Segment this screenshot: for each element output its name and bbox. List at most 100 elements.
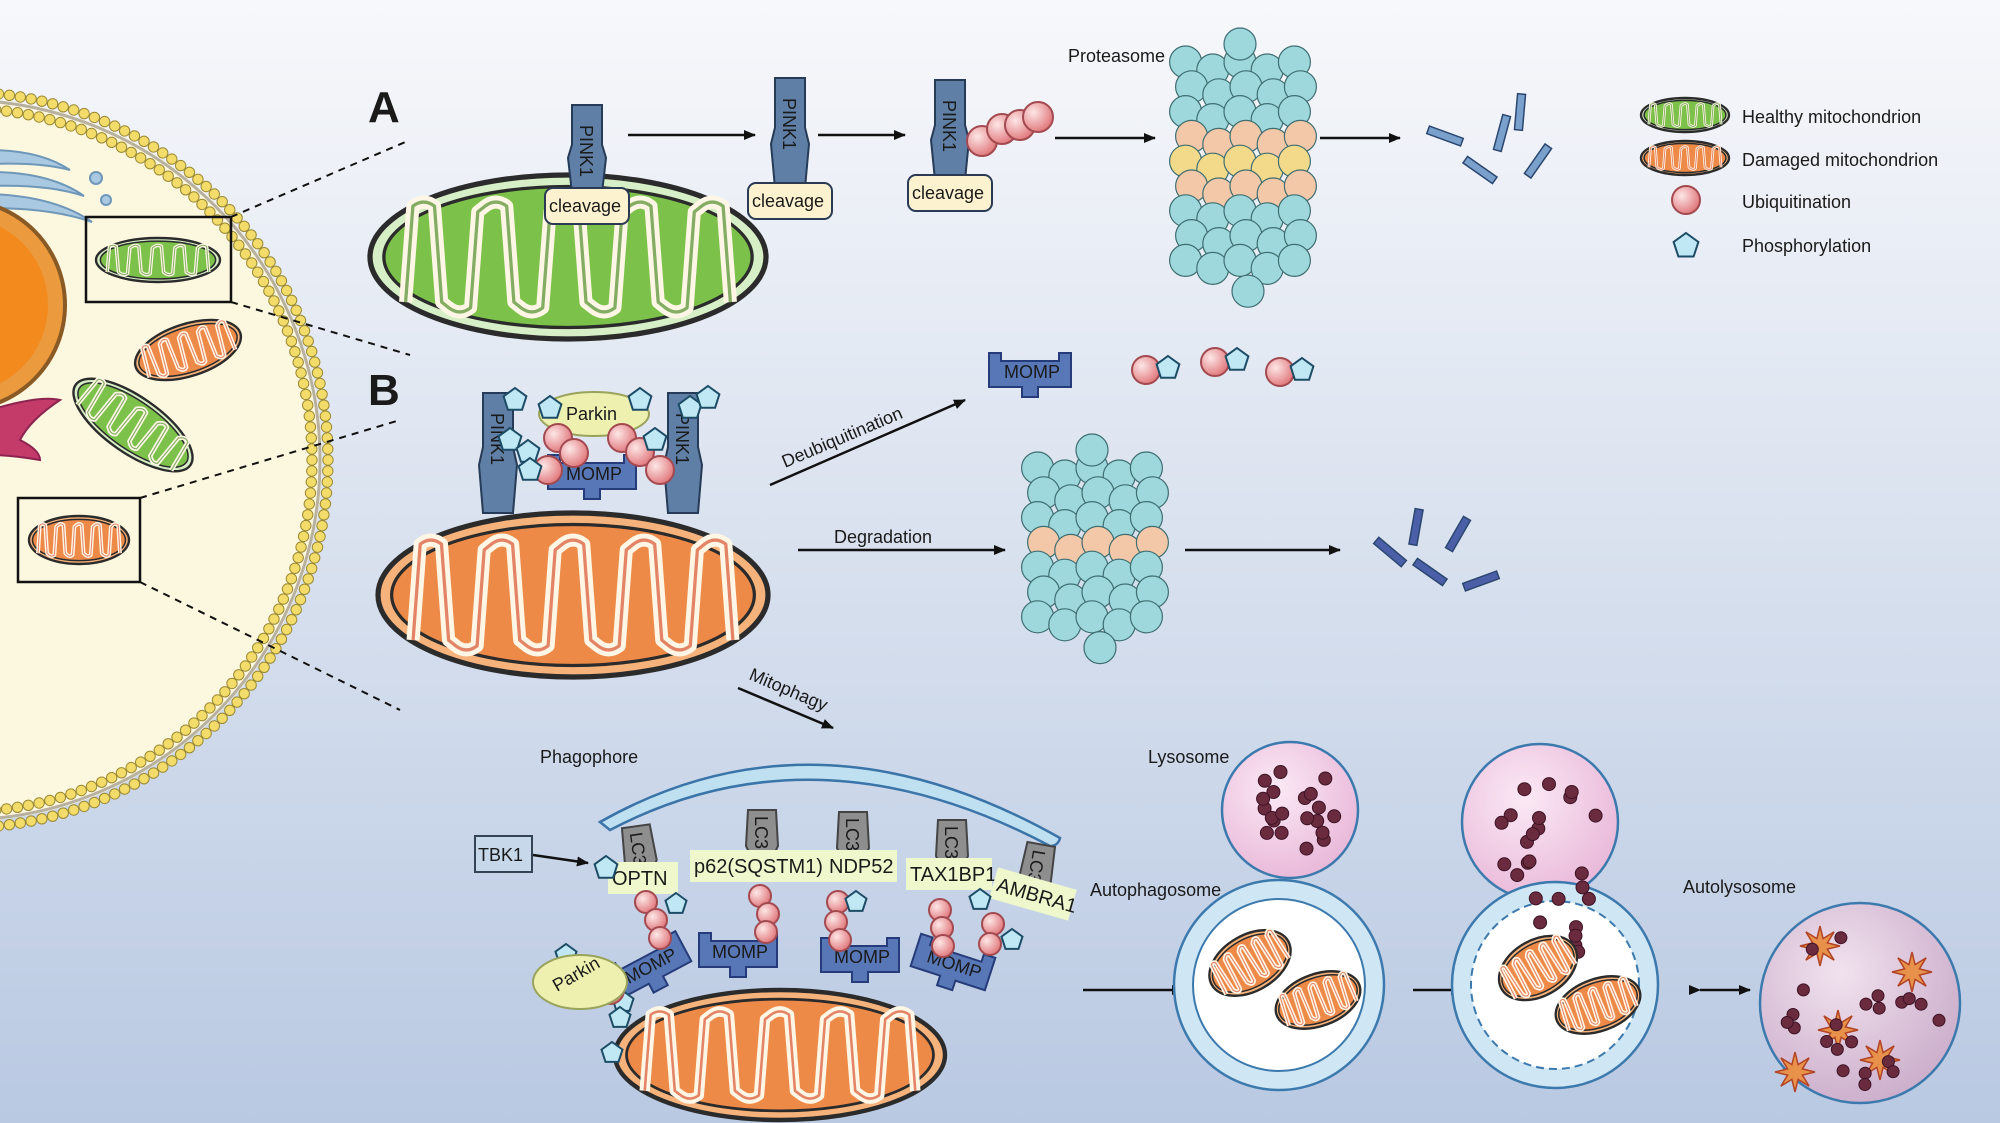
cell-healthy-mitochondrion: [94, 236, 222, 284]
cleavage-box: [747, 182, 833, 220]
mitophagy-arrow: [737, 686, 834, 730]
golgi-apparatus: [0, 149, 112, 223]
parkin-label-b: Parkin: [566, 404, 617, 424]
momp-label: MOMP: [1004, 362, 1060, 382]
lysosome: [1220, 740, 1360, 880]
cleavage-label: cleavage: [912, 183, 984, 203]
phosphorylation-icon: [627, 386, 653, 411]
receptor-label: TAX1BP1: [910, 864, 996, 886]
phosphorylation-legend-icon: [1672, 231, 1700, 258]
phosphorylation-icon: [517, 456, 543, 481]
parkin-complex-c: Parkin: [532, 953, 628, 1010]
pink1-label: PINK1: [939, 100, 959, 152]
ubiquitin-icon: [648, 926, 672, 950]
phosphorylation-icon: [600, 1040, 624, 1063]
cell-damaged-mitochondrion: [133, 318, 243, 382]
phagophore-label: Phagophore: [540, 747, 638, 767]
ubiquitin-icon: [645, 455, 675, 485]
cleavage-label: cleavage: [752, 191, 824, 211]
ubiquitin-icon: [559, 438, 589, 468]
zoom-lines: [139, 139, 411, 711]
lysosome-label: Lysosome: [1148, 747, 1229, 767]
legend: Healthy mitochondrion Damaged mitochondr…: [1639, 96, 1938, 258]
panel-a-arrows: [628, 130, 1401, 143]
engulfed-mitochondrion: [1208, 928, 1292, 997]
ubiquitin-icon: [828, 928, 852, 952]
legend-label-damaged: Damaged mitochondrion: [1742, 150, 1938, 170]
damaged-mitochondrion-mitophagy: [612, 987, 948, 1123]
ubiquitin-icon: [981, 912, 1005, 936]
zoom-box-healthy: [84, 215, 233, 304]
autophagy-receptor: OPTN: [608, 862, 678, 894]
free-ubiquitin-phospho: [1131, 346, 1315, 387]
proteasome-b: [1020, 433, 1170, 665]
panel-b-label: B: [368, 366, 400, 415]
cell-damaged-mitochondrion-2: [27, 514, 131, 566]
autolysosome-label: Autolysosome: [1683, 877, 1796, 897]
pink1-protein: PINK1 cleavage: [544, 104, 630, 225]
phagophore: [597, 763, 1062, 848]
momp-protein-c2: MOMP: [698, 932, 778, 978]
ubiquitin-icon: [1131, 355, 1161, 385]
proteasome-label-a: Proteasome: [1068, 46, 1165, 66]
ubiquitin-icon: [931, 934, 955, 958]
endoplasmic-reticulum: [0, 397, 63, 462]
peptide-fragments-b: [1372, 507, 1501, 592]
engulfed-mitochondria-fusion: [1497, 933, 1642, 1035]
phosphorylation-icon: [1155, 354, 1181, 379]
lc3-protein: LC3: [744, 809, 780, 863]
phosphorylation-icon: [502, 386, 528, 411]
pink1-protein: PINK1 cleavage: [907, 79, 993, 212]
tbk1-label: TBK1: [478, 845, 523, 865]
receptor-label: NDP52: [829, 856, 893, 878]
momp-label: MOMP: [566, 464, 622, 484]
pink1-protein: PINK1 cleavage: [747, 77, 833, 220]
zoom-box-damaged: [16, 496, 142, 584]
cell: [0, 88, 411, 832]
pink1-label: PINK1: [672, 413, 692, 465]
legend-label-healthy: Healthy mitochondrion: [1742, 107, 1921, 127]
phosphorylation-icon: [497, 426, 523, 451]
cell-healthy-mitochondrion-2: [72, 377, 194, 473]
ubiquitin-icon: [754, 920, 778, 944]
healthy-mitochondrion-legend-icon: [1639, 96, 1731, 134]
lc3-label: LC3: [751, 816, 771, 849]
phosphorylation-icon: [1289, 356, 1315, 381]
cell-membrane: [0, 88, 334, 832]
phosphorylation-icon: [593, 854, 619, 879]
healthy-mitochondrion: [367, 172, 769, 342]
receptor-label: OPTN: [612, 868, 668, 890]
momp-label: MOMP: [712, 942, 768, 962]
nucleus: [0, 205, 67, 405]
legend-label-ubiquitination: Ubiquitination: [1742, 192, 1851, 212]
ubiquitin-icon: [1200, 347, 1230, 377]
pink1-label: PINK1: [487, 413, 507, 465]
phosphorylation-icon: [968, 887, 992, 910]
receptor-label: p62(SQSTM1): [694, 856, 823, 878]
degraded-fragments: [1774, 925, 1946, 1093]
phosphorylation-icon: [844, 889, 868, 912]
momp-protein-free: MOMP: [988, 352, 1072, 398]
phosphorylation-icon: [695, 384, 721, 409]
lc3-label: LC3: [842, 818, 862, 851]
phosphorylation-icon: [1224, 346, 1250, 371]
pink1-label: PINK1: [779, 98, 799, 150]
pink1-protein: PINK1: [477, 392, 519, 514]
damaged-mitochondrion-legend-icon: [1639, 139, 1731, 177]
tbk1-box: TBK1: [474, 835, 533, 873]
cleavage-label: cleavage: [549, 196, 621, 216]
degradation-label: Degradation: [834, 527, 932, 547]
phosphorylation-icon: [537, 394, 563, 419]
momp-label: MOMP: [834, 947, 890, 967]
phosphorylation-icon: [642, 426, 668, 451]
pink1-label: PINK1: [576, 125, 596, 177]
ubiquitin-icon: [978, 932, 1002, 956]
lysosome-enzymes: [1256, 765, 1342, 856]
autophagy-receptor: NDP52: [825, 850, 897, 882]
panel-a-label: A: [368, 83, 400, 132]
engulfed-mitochondrion-3: [1497, 933, 1579, 1002]
proteasome-a: [1168, 27, 1318, 308]
fusion-enzymes: [1494, 777, 1603, 959]
autophagosome-label: Autophagosome: [1090, 880, 1221, 900]
